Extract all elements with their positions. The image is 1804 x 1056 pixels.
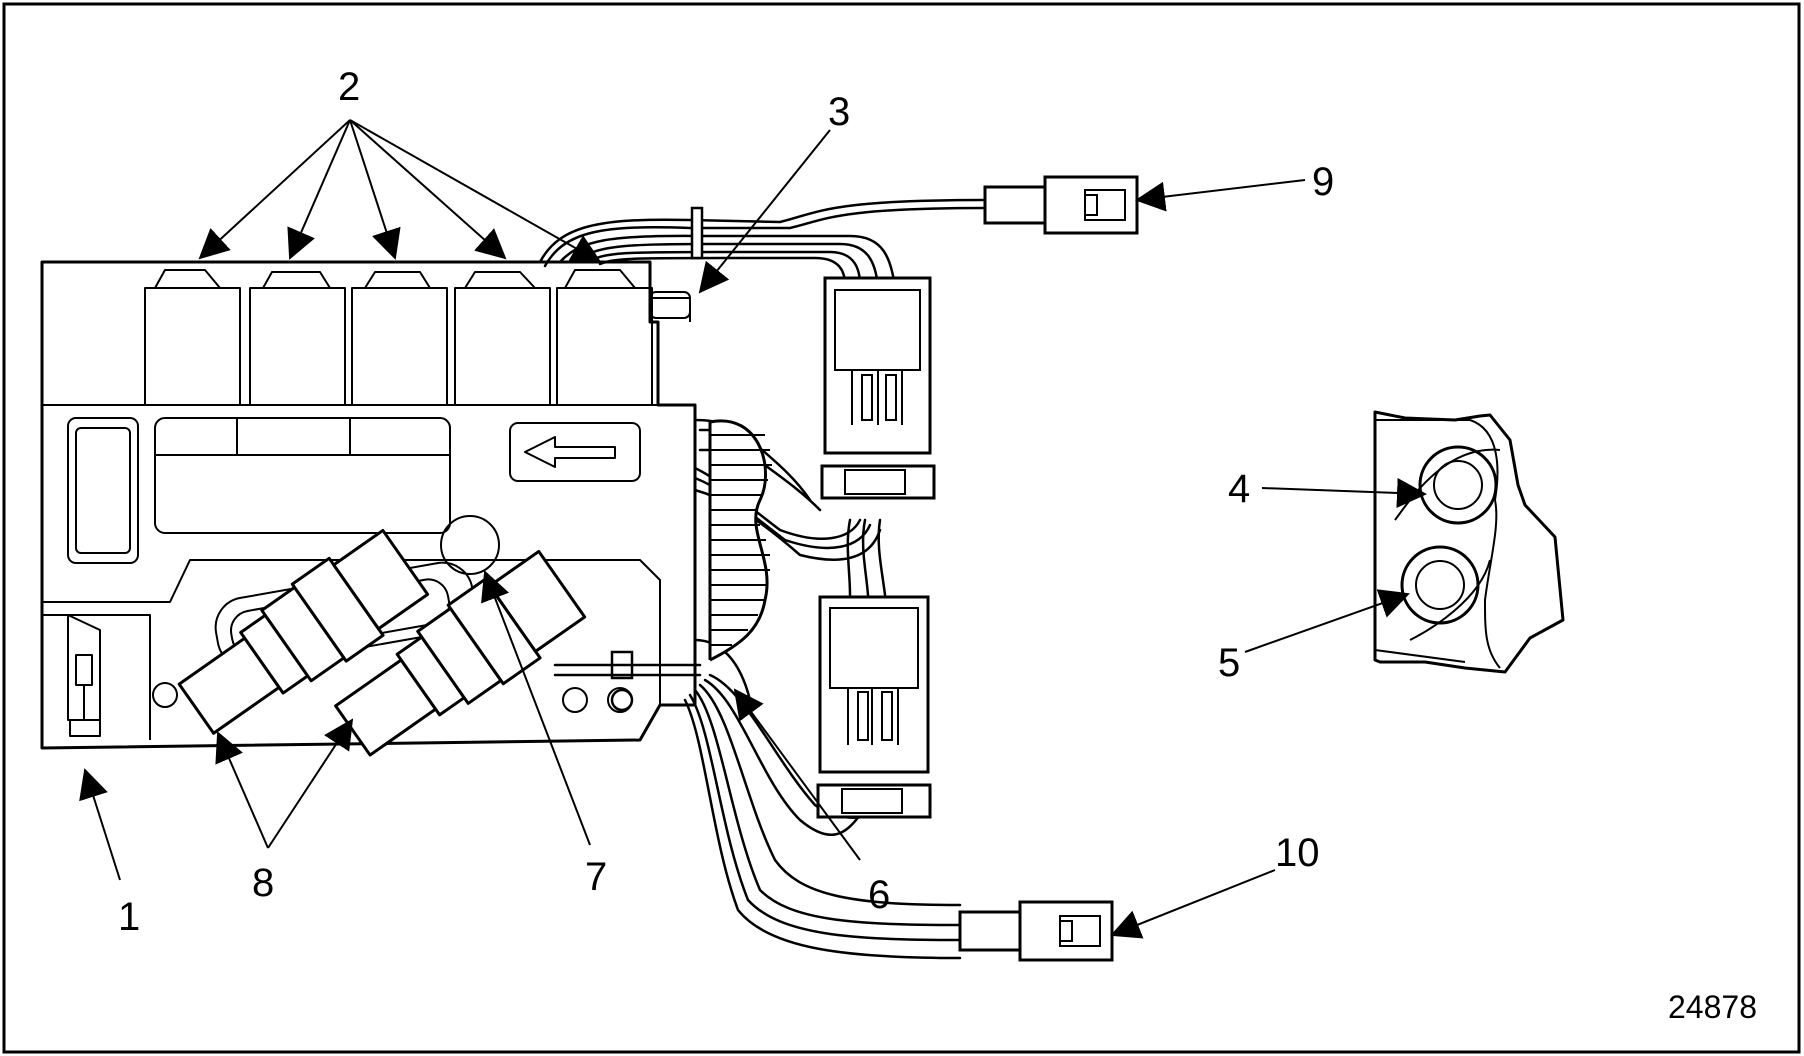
callout-1: 1: [118, 895, 140, 939]
connector-10: [958, 900, 1114, 962]
callout-3: 3: [828, 90, 850, 134]
leader-lines: [79, 119, 1427, 939]
callout-10: 10: [1275, 831, 1320, 875]
solenoid-valves: [177, 528, 587, 757]
callout-5: 5: [1218, 641, 1240, 685]
upper-harness-connector: [820, 276, 936, 500]
port-block: [1373, 410, 1565, 674]
harness-sleeve: [708, 419, 772, 662]
callout-9: 9: [1312, 160, 1334, 204]
callout-8: 8: [252, 861, 274, 905]
callout-7: 7: [585, 855, 607, 899]
lower-harness-connector: [816, 595, 932, 819]
figure-number: 24878: [1668, 989, 1757, 1025]
callout-4: 4: [1228, 467, 1250, 511]
wire-harness: [538, 198, 987, 960]
callout-6: 6: [868, 873, 890, 917]
callout-2: 2: [338, 65, 360, 109]
connector-9: [983, 175, 1139, 235]
relay-row: [144, 269, 653, 406]
